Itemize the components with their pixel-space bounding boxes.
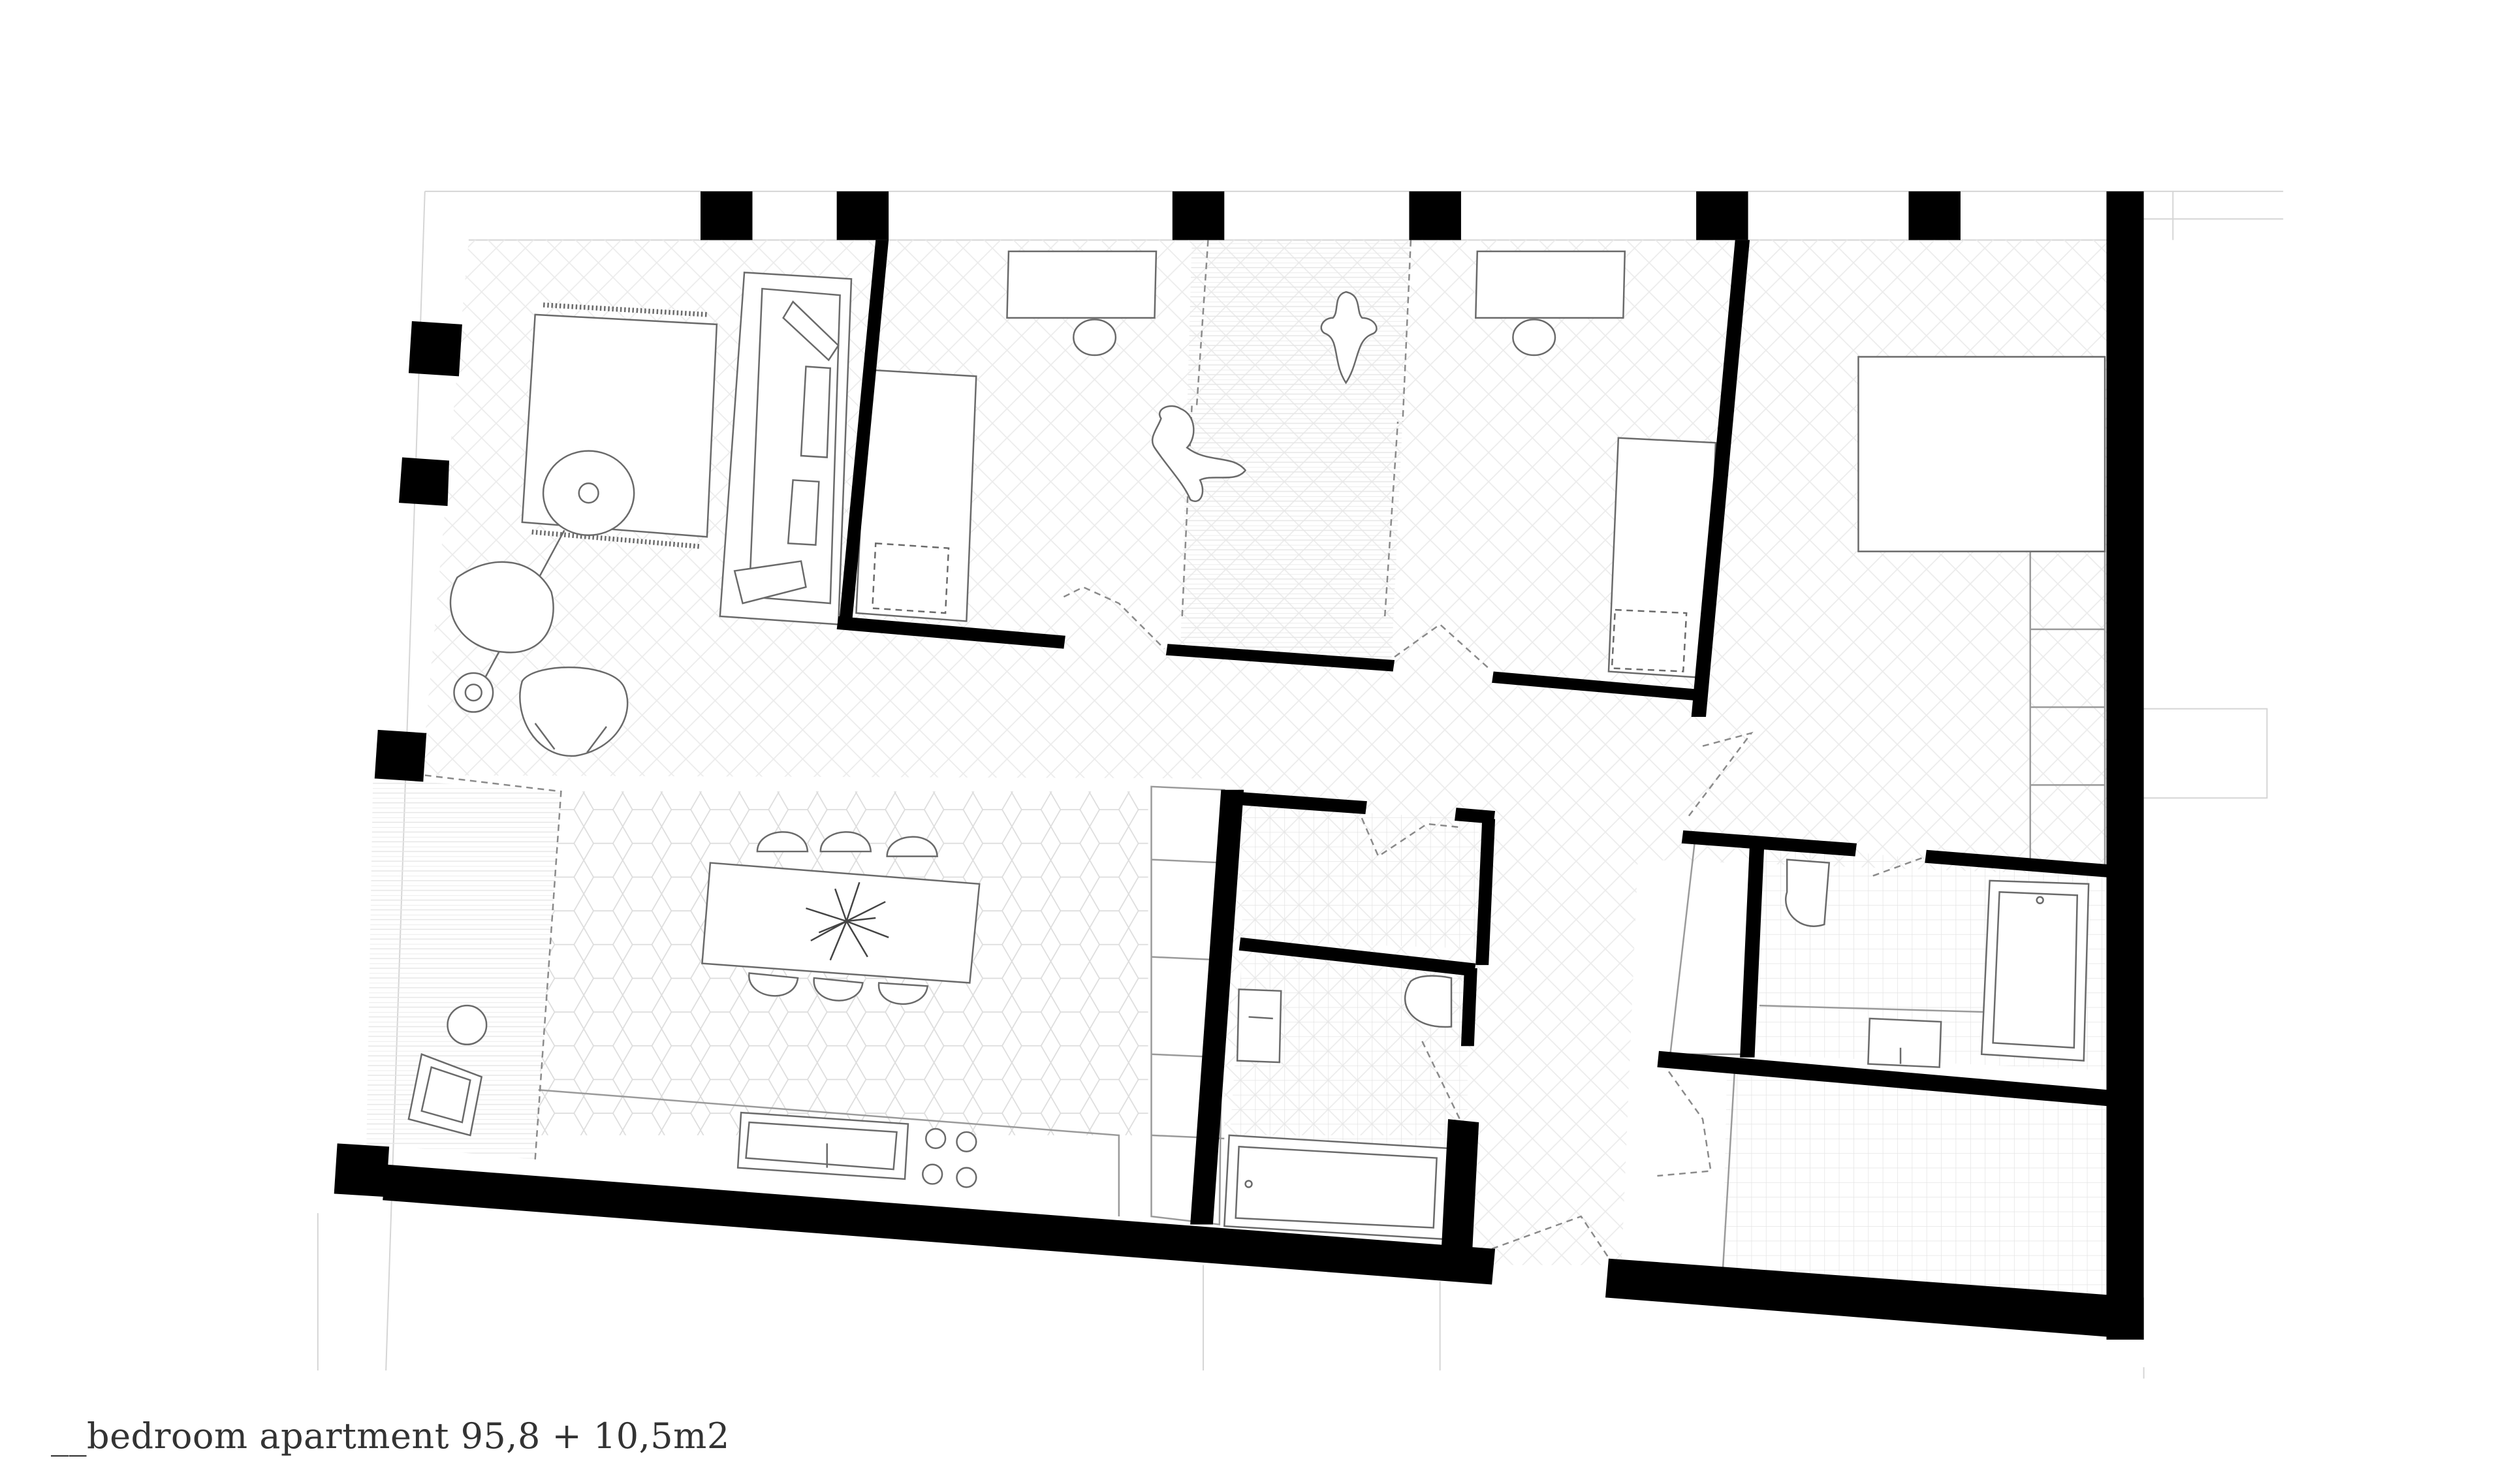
walls [334, 191, 2144, 1340]
plan-caption: __bedroom apartment 95,8 + 10,5m2 [51, 1415, 730, 1457]
bathroom-fixtures [1223, 859, 2090, 1240]
bedroom-furniture [855, 250, 2106, 679]
living-room-furniture [449, 272, 853, 757]
kitchen-fixtures [736, 1111, 977, 1188]
dining-furniture [407, 831, 981, 1137]
